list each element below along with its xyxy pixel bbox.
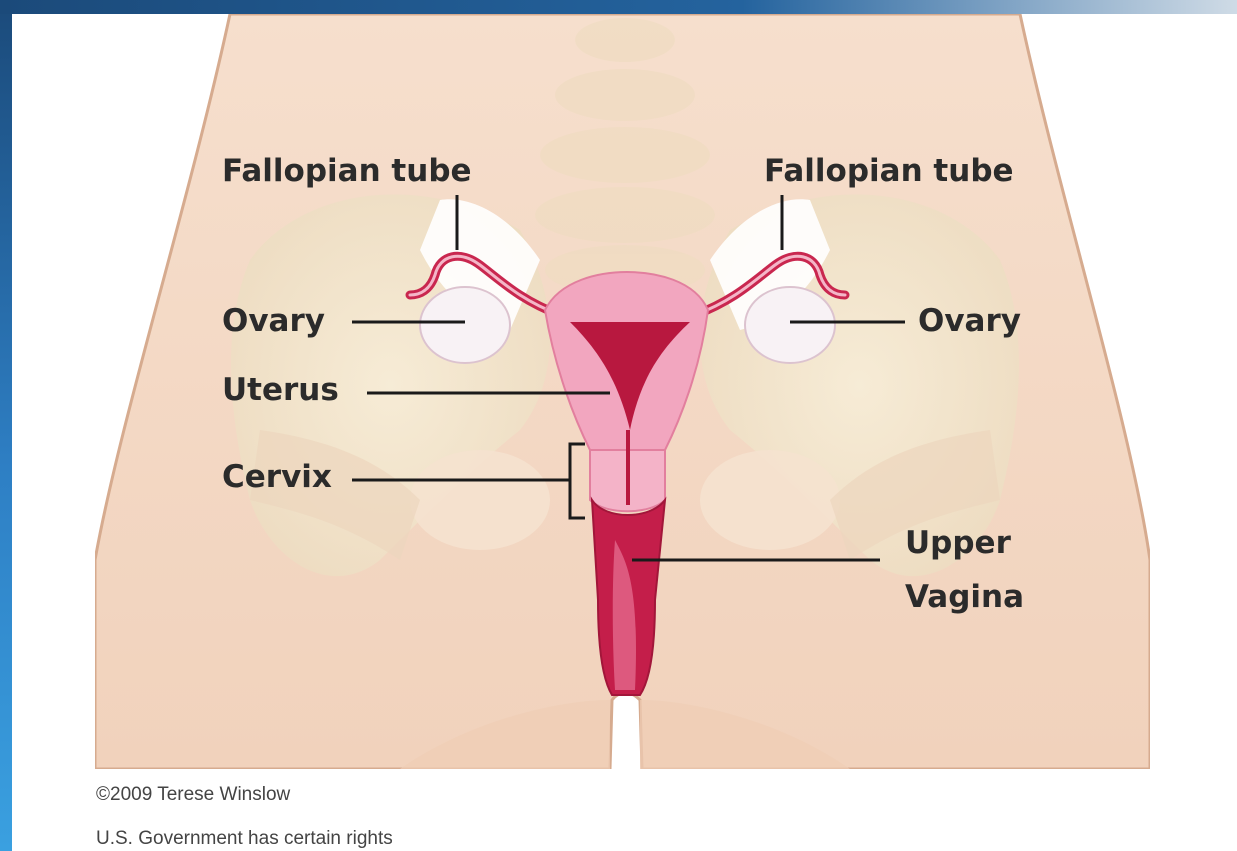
- copyright-credit: ©2009 Terese Winslow: [96, 784, 290, 806]
- label-uterus: Uterus: [222, 373, 339, 409]
- label-cervix: Cervix: [222, 460, 332, 496]
- window-edge-left: [0, 0, 12, 851]
- rights-notice: U.S. Government has certain rights: [96, 828, 393, 850]
- label-upper-vagina-line2: Vagina: [905, 580, 1024, 616]
- label-ovary-right: Ovary: [918, 304, 1021, 340]
- label-ovary-left: Ovary: [222, 304, 325, 340]
- label-fallopian-tube-right: Fallopian tube: [764, 154, 1014, 190]
- window-edge-top: [0, 0, 1237, 14]
- obturator-right: [700, 450, 840, 550]
- label-upper-vagina-line1: Upper: [905, 526, 1011, 562]
- ovary-right: [745, 287, 835, 363]
- ovary-left: [420, 287, 510, 363]
- label-fallopian-tube-left: Fallopian tube: [222, 154, 472, 190]
- obturator-left: [410, 450, 550, 550]
